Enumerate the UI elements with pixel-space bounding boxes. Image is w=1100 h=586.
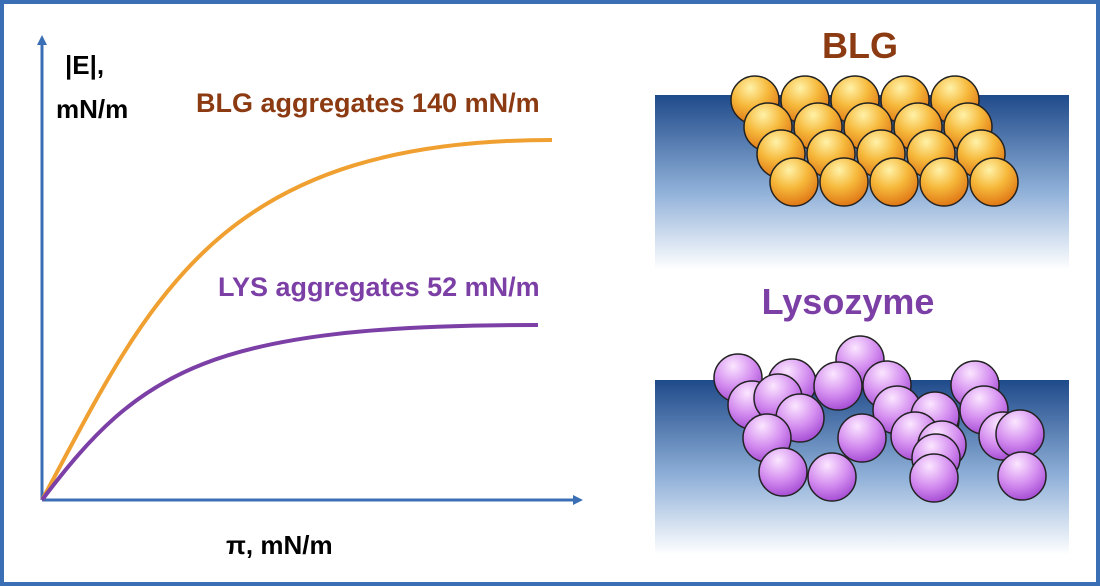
blg-curve	[40, 138, 553, 501]
blg-sphere-layer	[730, 75, 1019, 207]
lys-curve-label: LYS aggregates 52 mN/m	[218, 272, 540, 302]
lysozyme-sphere	[909, 453, 959, 503]
blg-sphere	[769, 157, 819, 207]
y-axis-label-line2: mN/m	[56, 94, 128, 124]
blg-sphere	[969, 157, 1019, 207]
lysozyme-sphere	[807, 452, 857, 502]
blg-curve-label: BLG aggregates 140 mN/m	[196, 88, 540, 118]
lysozyme-sphere	[997, 451, 1047, 501]
y-axis-label-line1: |E|,	[65, 50, 104, 80]
lysozyme-sphere	[837, 413, 887, 463]
blg-sphere	[919, 157, 969, 207]
lys-curve	[40, 323, 539, 502]
blg-title: BLG	[822, 25, 898, 66]
lysozyme-sphere	[758, 447, 808, 497]
lysozyme-title: Lysozyme	[762, 281, 935, 322]
x-axis-label: π, mN/m	[226, 530, 333, 560]
lysozyme-sphere	[813, 361, 863, 411]
blg-sphere	[869, 157, 919, 207]
blg-sphere	[819, 157, 869, 207]
lysozyme-sphere	[995, 409, 1045, 459]
lysozyme-sphere-layer	[713, 335, 1047, 503]
